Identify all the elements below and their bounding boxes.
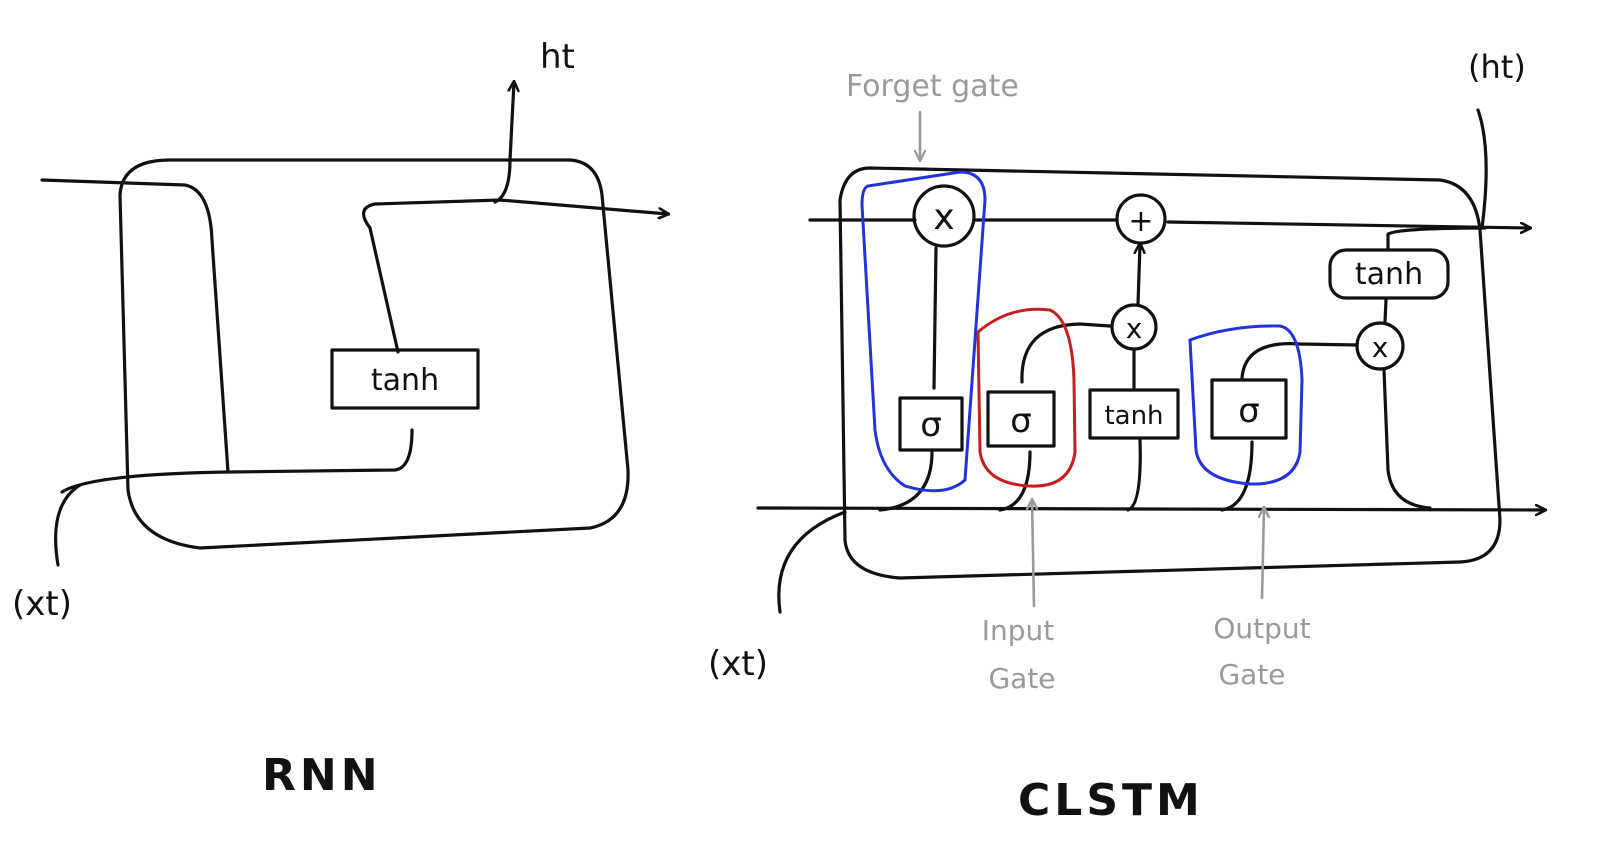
rnn-title: RNN: [262, 750, 382, 801]
lstm-diagram: x σ σ x + tanh σ x tanh: [708, 48, 1545, 826]
lstm-forget-sigma-in: [878, 450, 934, 512]
lstm-add-node: [1115, 193, 1167, 245]
lstm-input-multiply-symbol: x: [1126, 312, 1143, 345]
lstm-tanh-in: [1126, 438, 1142, 512]
rnn-tanh-label: tanh: [371, 363, 439, 398]
lstm-input-sigma-in: [998, 450, 1032, 512]
lstm-input-label: (xt): [708, 644, 768, 684]
lstm-output-gate-pointer: [1262, 508, 1264, 600]
lstm-input-sigma-symbol: σ: [1010, 401, 1032, 441]
lstm-cell-box: [838, 166, 1502, 580]
lstm-output-sigma-to-x: [1240, 342, 1359, 380]
rnn-diagram: tanh ht (xt) RNN: [12, 37, 668, 801]
lstm-input-gate-pointer: [1032, 500, 1034, 608]
rnn-xt-curve: [54, 483, 82, 567]
lstm-input-gate-label-line1: Input: [982, 614, 1055, 647]
lstm-forget-sigma-symbol: σ: [920, 405, 942, 445]
lstm-input-sigma-to-x: [1020, 322, 1112, 384]
lstm-ht-branch: [1476, 108, 1488, 230]
lstm-input-gate-label-line2: Gate: [988, 662, 1055, 695]
lstm-output-x-to-hidden: [1382, 368, 1432, 510]
lstm-output-gate-label-line2: Gate: [1218, 658, 1285, 691]
lstm-output-gate-label-line1: Output: [1213, 612, 1310, 645]
lstm-output-sigma-in: [1220, 440, 1254, 512]
rnn-input-label: (xt): [12, 584, 72, 624]
lstm-candidate-tanh-box: [1088, 388, 1180, 440]
lstm-input-gate-outline: [976, 307, 1077, 488]
rnn-bottom-line: [60, 428, 414, 494]
rnn-ht-arrow: [493, 82, 514, 204]
lstm-add-symbol: +: [1128, 204, 1153, 239]
lstm-title: CLSTM: [1018, 775, 1204, 826]
lstm-forget-multiply-node: [912, 184, 976, 248]
lstm-output-sigma-symbol: σ: [1238, 391, 1260, 431]
lstm-output-tanh-label: tanh: [1355, 257, 1423, 292]
lstm-forget-multiply-symbol: x: [933, 197, 954, 238]
lstm-cellstate-to-tanh: [1386, 226, 1487, 252]
lstm-output-gate-outline: [1188, 324, 1304, 486]
lstm-output-sigma-box: [1210, 378, 1288, 440]
lstm-forget-sigma-to-x: [932, 246, 938, 390]
lstm-output-tanh-to-x: [1383, 298, 1388, 324]
lstm-xt-curve: [777, 510, 847, 614]
lstm-cell-state-line: [808, 220, 1530, 228]
lstm-input-sigma-box: [986, 390, 1056, 448]
rnn-hidden-in-line: [40, 178, 230, 474]
lstm-output-multiply-node: [1355, 321, 1405, 371]
rnn-cell-box: [118, 158, 630, 550]
lstm-output-multiply-symbol: x: [1372, 331, 1389, 364]
rnn-tanh-out-line: [362, 198, 668, 354]
lstm-candidate-tanh-label: tanh: [1104, 401, 1163, 431]
lstm-forget-gate-outline: [860, 170, 987, 493]
rnn-output-label: ht: [540, 37, 575, 77]
lstm-output-label: (ht): [1468, 48, 1526, 86]
lstm-forget-gate-label: Forget gate: [846, 69, 1019, 104]
lstm-input-x-to-plus: [1138, 244, 1140, 306]
lstm-forget-sigma-box: [898, 396, 964, 452]
rnn-tanh-box: [330, 348, 480, 410]
